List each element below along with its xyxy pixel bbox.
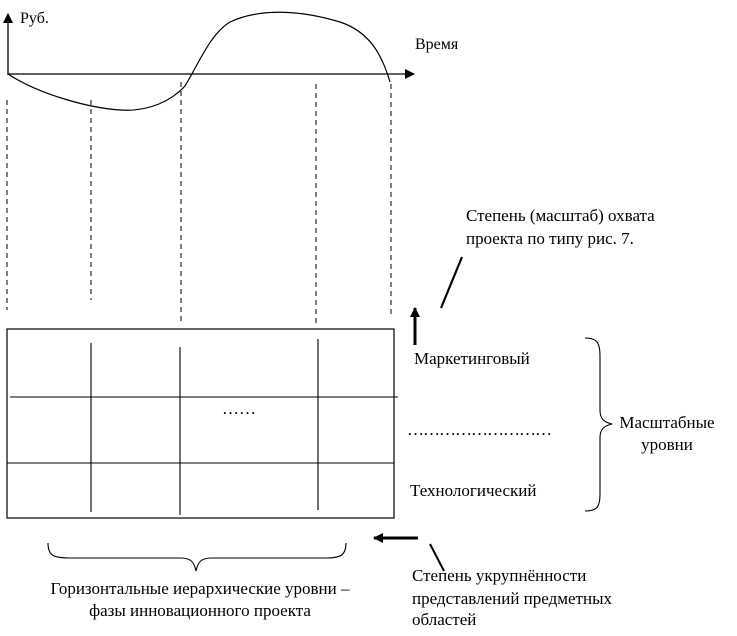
scope-leader-line	[439, 256, 464, 309]
horizontal-levels-line1: Горизонтальные иерархические уровни –	[50, 579, 350, 598]
horizontal-levels-line2: фазы инновационного проекта	[89, 601, 311, 620]
aggregation-line2: представлений предметных	[412, 589, 612, 608]
aggregation-line3: областей	[412, 610, 477, 629]
cash-flow-curve	[7, 11, 391, 111]
level-technological: Технологический	[410, 481, 537, 500]
scope-note-line1: Степень (масштаб) охвата	[466, 206, 655, 225]
scale-levels-brace	[584, 337, 613, 512]
y-axis-label: Руб.	[20, 10, 49, 27]
x-axis-label: Время	[415, 36, 459, 53]
level-marketing: Маркетинговый	[414, 349, 530, 368]
aggregation-leader-line	[429, 543, 445, 572]
scope-note-line2: проекта по типу рис. 7.	[466, 229, 634, 248]
scale-levels-line2: уровни	[641, 435, 693, 454]
aggregation-line1: Степень укрупнённости	[412, 566, 587, 585]
level-ellipsis: ………………………	[407, 420, 552, 439]
grid-ellipsis: ……	[222, 399, 256, 418]
horizontal-levels-brace	[47, 542, 347, 572]
scale-levels-line1: Масштабные	[619, 413, 715, 432]
levels-grid-frame	[6, 328, 395, 519]
